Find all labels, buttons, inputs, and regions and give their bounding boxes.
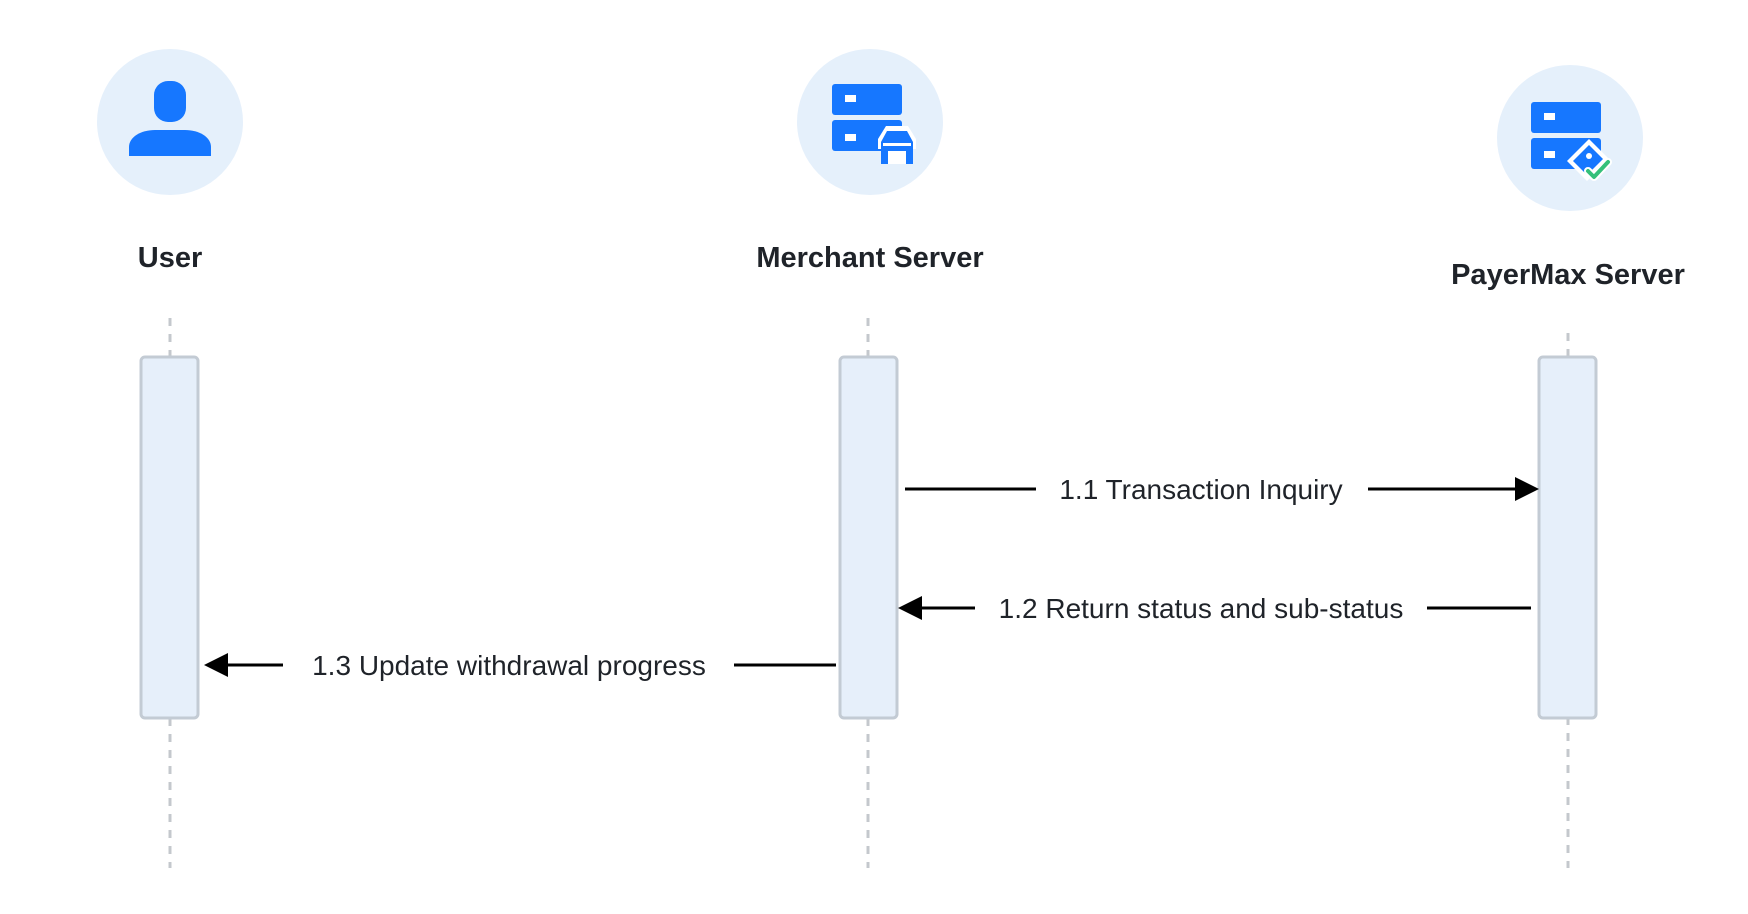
message-1-1: 1.1 Transaction Inquiry (905, 474, 1539, 505)
message-1-2: 1.2 Return status and sub-status (898, 593, 1531, 624)
actor-user: User (97, 49, 243, 868)
actor-label-merchant-server: Merchant Server (756, 242, 983, 274)
user-icon (129, 81, 211, 156)
actor-payermax-server: PayerMax Server (1451, 65, 1685, 868)
actor-merchant-server: Merchant Server (756, 49, 984, 868)
activation-bar-merchant-server (838, 355, 899, 720)
activation-bar-user (139, 355, 200, 720)
payermax-server-icon (1531, 102, 1612, 181)
message-1-2-label: 1.2 Return status and sub-status (999, 593, 1404, 624)
message-1-2-arrowhead (898, 596, 922, 620)
message-1-1-label: 1.1 Transaction Inquiry (1059, 474, 1342, 505)
message-1-3-label: 1.3 Update withdrawal progress (312, 650, 706, 681)
actor-label-payermax-server: PayerMax Server (1451, 259, 1685, 291)
actor-label-user: User (138, 242, 203, 274)
message-1-3: 1.3 Update withdrawal progress (204, 650, 836, 681)
merchant-server-icon (832, 84, 916, 164)
activation-bar-payermax-server (1537, 355, 1598, 720)
message-1-1-arrowhead (1515, 477, 1539, 501)
message-1-3-arrowhead (204, 653, 228, 677)
